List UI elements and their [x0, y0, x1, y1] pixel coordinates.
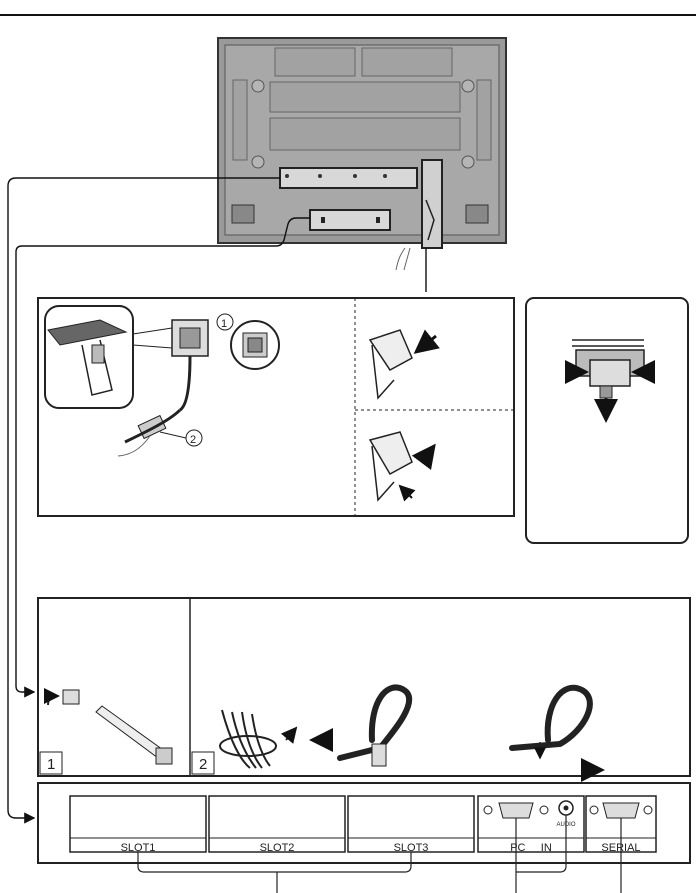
removal-panel	[526, 298, 688, 543]
display-rear-panel	[218, 38, 506, 270]
callout-2: 2	[190, 434, 196, 446]
cable-tie-panel: 1 2	[38, 598, 690, 776]
clamp-procedure-panel: 1 2	[38, 298, 514, 516]
step-1-label: 1	[47, 756, 55, 773]
step-2-label: 2	[199, 756, 207, 773]
slot2-label: SLOT2	[260, 842, 295, 854]
terminal-panel: SLOT1 SLOT2 SLOT3 PC IN AUDIO SERIAL	[38, 783, 690, 863]
callout-1: 1	[221, 318, 227, 330]
